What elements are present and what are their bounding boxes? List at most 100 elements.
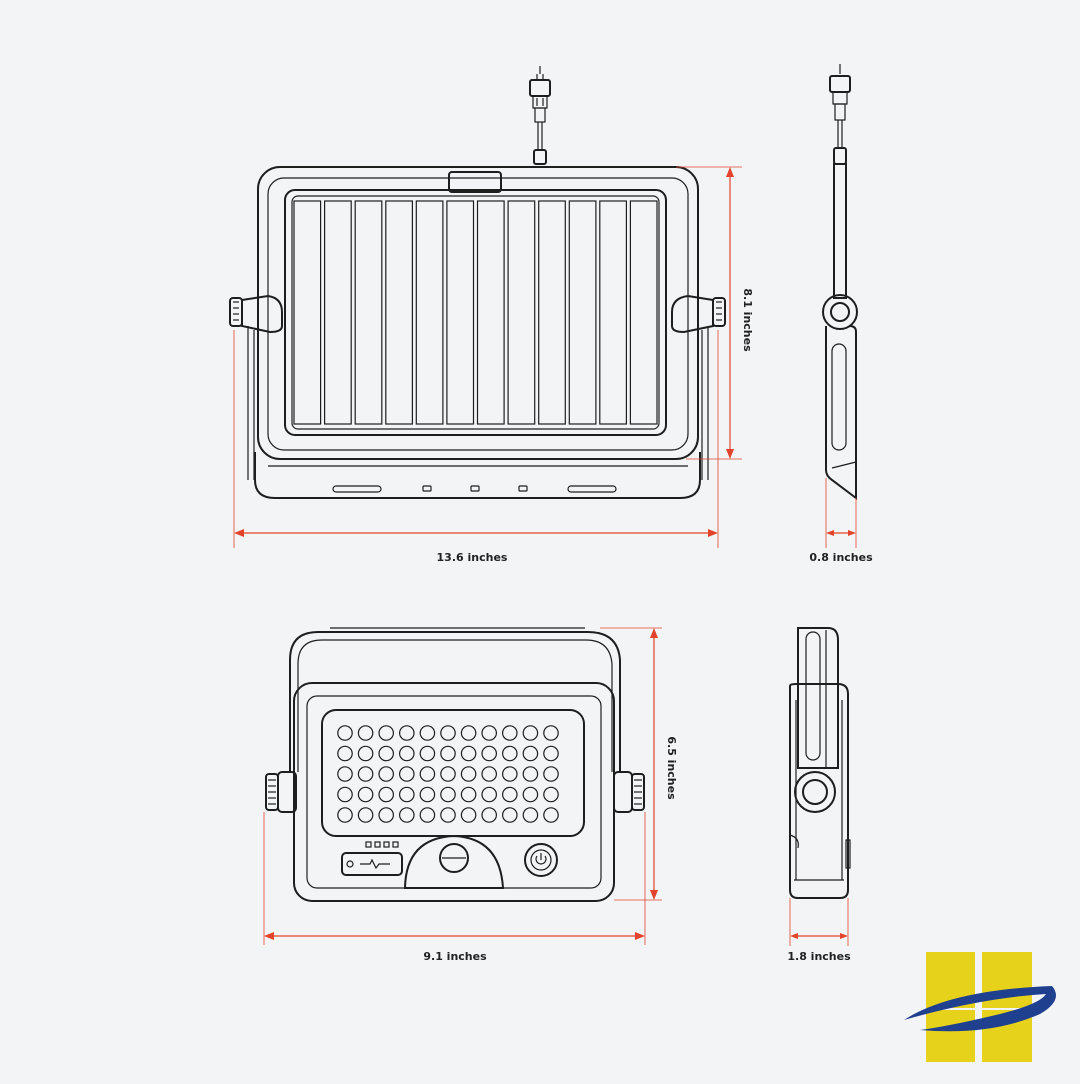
solar-cell-strip xyxy=(446,200,475,425)
led-bead xyxy=(501,745,518,762)
panel-width-label: 13.6 inches xyxy=(437,551,508,564)
solar-cell-strip xyxy=(568,200,597,425)
battery-indicator-icon xyxy=(341,841,403,876)
led-bead xyxy=(337,786,353,803)
led-bead xyxy=(501,766,518,782)
led-bead xyxy=(398,745,415,762)
lamp-side-body xyxy=(789,683,849,899)
solar-cell-strip xyxy=(476,200,505,425)
lamp-body xyxy=(293,682,615,902)
lamp-height-dimension xyxy=(600,627,662,901)
solar-cell-strip xyxy=(354,200,383,425)
side-pivot-knob xyxy=(822,294,858,330)
led-bead xyxy=(440,745,456,762)
led-bead xyxy=(357,786,374,803)
led-bead xyxy=(337,807,353,823)
led-bead xyxy=(357,807,374,823)
led-bead xyxy=(440,766,456,782)
panel-outer-frame xyxy=(257,166,699,460)
led-bead xyxy=(337,766,353,782)
led-bead xyxy=(378,745,394,762)
panel-top-handle xyxy=(448,171,502,193)
led-bead xyxy=(481,807,497,823)
panel-bracket-left xyxy=(229,294,283,480)
led-bead xyxy=(501,725,518,741)
led-bead xyxy=(481,725,497,741)
led-bead xyxy=(460,725,477,741)
led-bead xyxy=(357,725,374,741)
led-bead xyxy=(419,745,436,762)
led-bead xyxy=(419,786,436,803)
panel-lower-body xyxy=(254,452,701,499)
panel-depth-dimension xyxy=(825,478,857,548)
led-bead xyxy=(419,807,436,823)
cable-connector xyxy=(529,66,551,165)
led-bead xyxy=(522,766,539,782)
lamp-width-dimension xyxy=(263,812,646,945)
solar-cell-strip xyxy=(507,200,536,425)
solar-cell-area xyxy=(284,189,667,436)
solar-cell-strip xyxy=(385,200,413,425)
lamp-yoke xyxy=(289,631,621,772)
lamp-knob-right xyxy=(613,771,645,813)
led-bead xyxy=(460,807,477,823)
lamp-height-label: 6.5 inches xyxy=(665,736,678,800)
led-array xyxy=(337,725,559,823)
panel-width-dimension xyxy=(233,330,719,548)
solar-cell-strip xyxy=(324,200,352,425)
panel-height-label: 8.1 inches xyxy=(741,288,754,352)
led-bead xyxy=(501,786,518,803)
led-bead xyxy=(398,786,415,803)
solar-panel-front-view: 13.6 inches 8.1 inches xyxy=(229,66,754,564)
lamp-depth-dimension xyxy=(789,898,849,946)
led-bead xyxy=(543,786,559,803)
led-bead xyxy=(337,725,353,741)
panel-depth-label: 0.8 inches xyxy=(809,551,873,564)
solar-cell-strips xyxy=(293,200,658,425)
solar-cell-strip xyxy=(293,200,322,425)
led-bead xyxy=(501,807,518,823)
led-bead xyxy=(398,766,415,782)
led-bead xyxy=(419,725,436,741)
led-bead xyxy=(378,725,394,741)
led-bead xyxy=(357,766,374,782)
panel-bracket-right xyxy=(671,294,726,480)
led-bead xyxy=(481,786,497,803)
led-bead xyxy=(543,807,559,823)
led-bead xyxy=(460,766,477,782)
lamp-knob-left xyxy=(265,771,297,813)
led-bead xyxy=(440,786,456,803)
led-bead xyxy=(419,766,436,782)
lamp-depth-label: 1.8 inches xyxy=(787,950,851,963)
led-bead xyxy=(481,766,497,782)
led-bead xyxy=(398,807,415,823)
led-bead xyxy=(543,766,559,782)
led-bead xyxy=(460,745,477,762)
solar-cell-strip xyxy=(538,200,566,425)
led-bead xyxy=(378,766,394,782)
led-bead xyxy=(440,807,456,823)
led-bead xyxy=(357,745,374,762)
brand-logo-icon xyxy=(904,952,1056,1062)
led-bead xyxy=(522,745,539,762)
led-bead xyxy=(378,786,394,803)
led-bead xyxy=(398,725,415,741)
panel-height-dimension xyxy=(676,166,742,460)
lamp-width-label: 9.1 inches xyxy=(423,950,487,963)
led-bead xyxy=(522,786,539,803)
solar-cell-strip xyxy=(599,200,627,425)
led-bead xyxy=(543,745,559,762)
led-bead xyxy=(337,745,353,762)
solar-cell-strip xyxy=(629,200,658,425)
led-bead xyxy=(522,725,539,741)
solar-panel-side-view: 0.8 inches xyxy=(809,64,873,564)
solar-cell-strip xyxy=(415,200,444,425)
led-bead xyxy=(481,745,497,762)
lamp-side-view: 1.8 inches xyxy=(787,627,851,963)
led-bead xyxy=(378,807,394,823)
led-bead xyxy=(543,725,559,741)
power-button-icon[interactable] xyxy=(524,843,558,877)
led-bead xyxy=(440,725,456,741)
